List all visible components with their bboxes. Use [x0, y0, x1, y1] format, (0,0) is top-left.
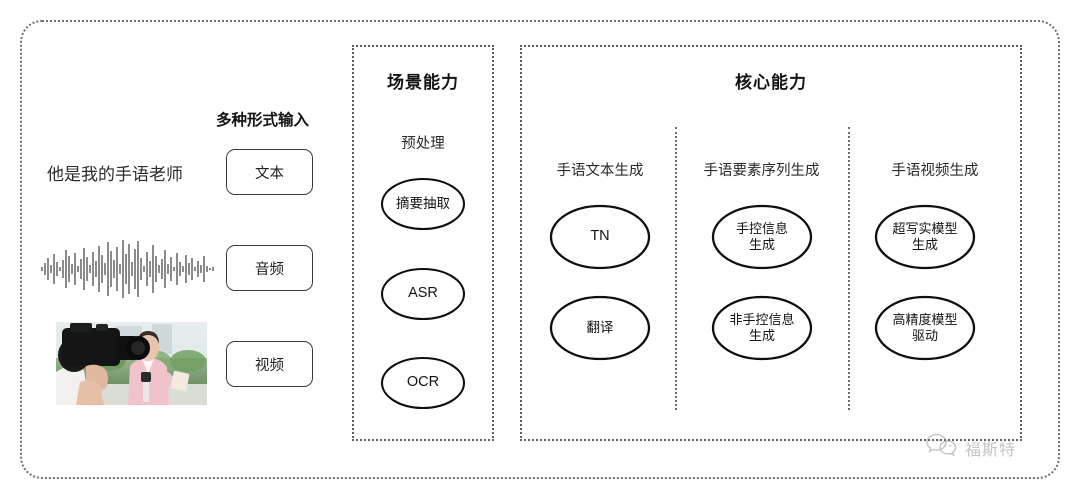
- node-translation-label: 翻译: [586, 319, 614, 335]
- audio-waveform-icon: [40, 238, 218, 305]
- node-photorealistic-model-generation-label: 超写实模型 生成: [892, 221, 958, 252]
- modality-pill-video-label: 视频: [255, 357, 284, 374]
- node-tn-label: TN: [590, 228, 610, 245]
- watermark: 福斯特: [925, 432, 1016, 463]
- modality-pill-audio[interactable]: 音频: [226, 245, 313, 291]
- node-photorealistic-model-generation[interactable]: 超写实模型 生成: [874, 204, 976, 270]
- wechat-bubbles-icon: [925, 432, 959, 463]
- node-abstract-extraction[interactable]: 摘要抽取: [380, 177, 466, 231]
- node-tn[interactable]: TN: [549, 204, 651, 270]
- node-manual-feature-generation-label: 手控信息 生成: [735, 221, 788, 252]
- video-thumbnail: [56, 322, 207, 405]
- modality-pill-audio-label: 音频: [255, 261, 284, 278]
- node-high-precision-model-driving-label: 高精度模型 驱动: [892, 312, 958, 343]
- modality-pill-text-label: 文本: [255, 165, 284, 182]
- core-capability-box: [520, 45, 1022, 441]
- node-nonmanual-feature-generation-label: 非手控信息 生成: [729, 312, 795, 343]
- node-ocr-label: OCR: [406, 374, 440, 391]
- node-nonmanual-feature-generation[interactable]: 非手控信息 生成: [711, 295, 813, 361]
- scene-capability-box: [352, 45, 494, 441]
- watermark-text: 福斯特: [965, 441, 1017, 459]
- core-capability-title: 核心能力: [735, 73, 807, 92]
- core-column-label-1: 手语文本生成: [556, 163, 644, 179]
- node-asr[interactable]: ASR: [380, 267, 466, 321]
- node-asr-label: ASR: [408, 285, 438, 302]
- modality-pill-video[interactable]: 视频: [226, 341, 313, 387]
- outer-frame: [20, 20, 1060, 479]
- core-column-divider-2: [848, 127, 850, 410]
- node-abstract-extraction-label: 摘要抽取: [396, 195, 450, 211]
- core-column-divider-1: [675, 127, 677, 410]
- core-column-label-3: 手语视频生成: [891, 163, 979, 179]
- node-translation[interactable]: 翻译: [549, 295, 651, 361]
- node-manual-feature-generation[interactable]: 手控信息 生成: [711, 204, 813, 270]
- node-high-precision-model-driving[interactable]: 高精度模型 驱动: [874, 295, 976, 361]
- modality-pill-text[interactable]: 文本: [226, 149, 313, 195]
- sample-text: 他是我的手语老师: [47, 165, 183, 184]
- scene-capability-subtitle: 预处理: [401, 136, 445, 152]
- core-column-label-2: 手语要素序列生成: [703, 163, 820, 179]
- node-ocr[interactable]: OCR: [380, 356, 466, 410]
- input-section-heading: 多种形式输入: [216, 112, 310, 129]
- scene-capability-title: 场景能力: [387, 73, 459, 92]
